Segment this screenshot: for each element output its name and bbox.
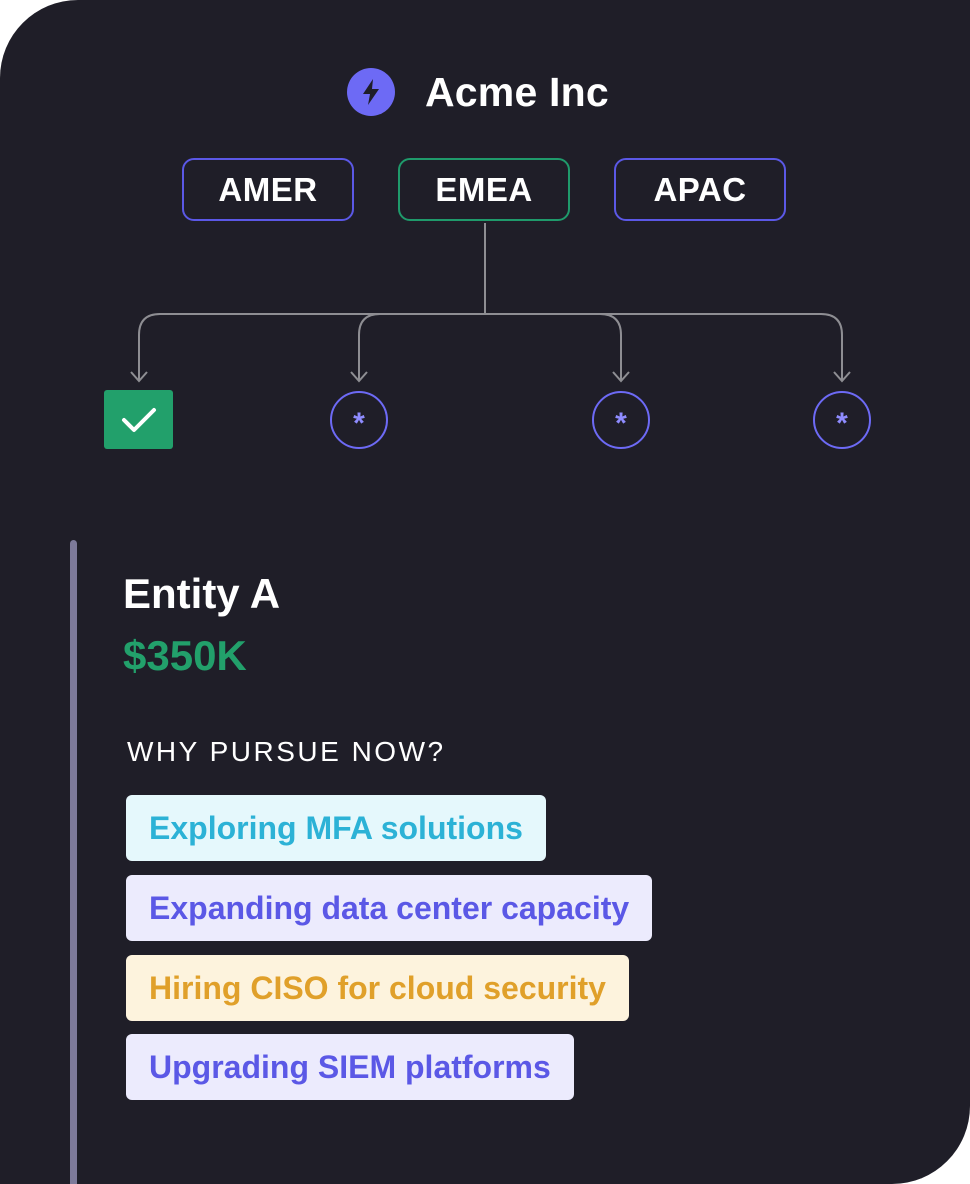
entity-name: Entity A bbox=[123, 570, 281, 617]
arrowhead-1 bbox=[130, 371, 148, 383]
completed-node[interactable] bbox=[104, 390, 173, 449]
reason-tag-ciso: Hiring CISO for cloud security bbox=[126, 955, 629, 1021]
region-tab-amer[interactable]: AMER bbox=[182, 158, 354, 221]
branch-connector-4 bbox=[485, 313, 843, 380]
arrowhead-2 bbox=[350, 371, 368, 383]
region-tab-apac[interactable]: APAC bbox=[614, 158, 786, 221]
company-name: Acme Inc bbox=[425, 68, 609, 115]
reason-tag-mfa: Exploring MFA solutions bbox=[126, 795, 546, 861]
branch-connector-2 bbox=[358, 313, 485, 380]
pending-node-1[interactable]: * bbox=[330, 391, 388, 449]
lightning-bolt-icon bbox=[347, 68, 395, 116]
reason-tag-siem: Upgrading SIEM platforms bbox=[126, 1034, 574, 1100]
hierarchy-connectors bbox=[130, 223, 851, 383]
section-heading: WHY PURSUE NOW? bbox=[127, 736, 446, 767]
region-tab-emea[interactable]: EMEA bbox=[398, 158, 570, 221]
pending-node-2[interactable]: * bbox=[592, 391, 650, 449]
entity-accent-bar bbox=[70, 540, 77, 1184]
arrowhead-4 bbox=[833, 371, 851, 383]
branch-connector-3 bbox=[485, 313, 622, 380]
company-header: Acme Inc bbox=[347, 68, 609, 116]
reason-tag-data-center: Expanding data center capacity bbox=[126, 875, 653, 941]
branch-connector-1 bbox=[138, 313, 485, 380]
pending-node-3[interactable]: * bbox=[813, 391, 871, 449]
checkmark-icon bbox=[121, 407, 156, 432]
entity-value: $350K bbox=[123, 632, 247, 679]
arrowhead-3 bbox=[612, 371, 630, 383]
